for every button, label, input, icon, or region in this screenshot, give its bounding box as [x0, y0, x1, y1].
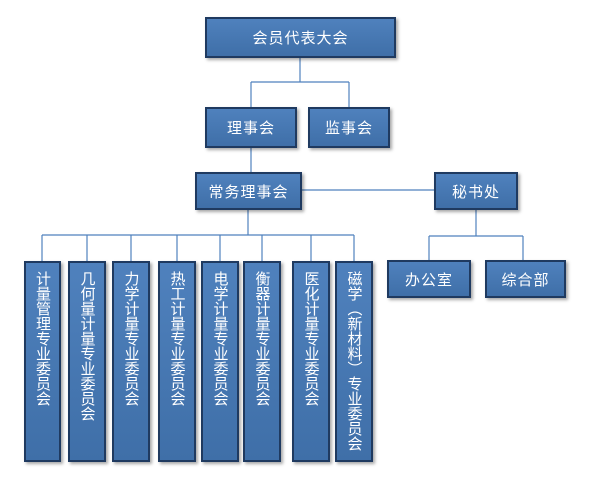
node-council-label: 理事会: [226, 119, 275, 137]
committee-label: 几何量计量专业委员会: [78, 271, 97, 421]
node-council: 理事会: [205, 107, 297, 148]
node-secretariat: 秘书处: [434, 172, 518, 210]
node-assembly: 会员代表大会: [205, 17, 396, 58]
node-secretariat-label: 秘书处: [451, 182, 500, 201]
node-standing-council-label: 常务理事会: [208, 182, 289, 201]
node-supervisory: 监事会: [308, 107, 390, 148]
committee-node: 电学计量专业委员会: [201, 261, 239, 462]
committee-node: 计量管理专业委员会: [24, 261, 61, 462]
node-supervisory-label: 监事会: [324, 119, 373, 137]
node-standing-council: 常务理事会: [195, 172, 302, 210]
node-office: 办公室: [387, 260, 471, 298]
committee-node: 热工计量专业委员会: [158, 261, 196, 462]
committee-label: 热工计量专业委员会: [168, 271, 187, 406]
committee-node: 磁学（新材料）专业委员会: [335, 261, 373, 462]
node-general-dept: 综合部: [485, 260, 566, 298]
node-assembly-label: 会员代表大会: [252, 29, 349, 47]
node-office-label: 办公室: [404, 270, 453, 289]
committee-label: 磁学（新材料）专业委员会: [345, 271, 364, 451]
committee-label: 电学计量专业委员会: [211, 271, 230, 406]
committee-node: 衡器计量专业委员会: [243, 261, 281, 462]
committee-label: 医化计量专业委员会: [302, 271, 321, 406]
committee-node: 几何量计量专业委员会: [68, 261, 106, 462]
committee-label: 力学计量专业委员会: [122, 271, 141, 406]
committee-label: 衡器计量专业委员会: [253, 271, 272, 406]
node-general-dept-label: 综合部: [501, 270, 550, 289]
committee-label: 计量管理专业委员会: [34, 271, 52, 406]
committee-node: 医化计量专业委员会: [292, 261, 330, 462]
committee-node: 力学计量专业委员会: [112, 261, 150, 462]
